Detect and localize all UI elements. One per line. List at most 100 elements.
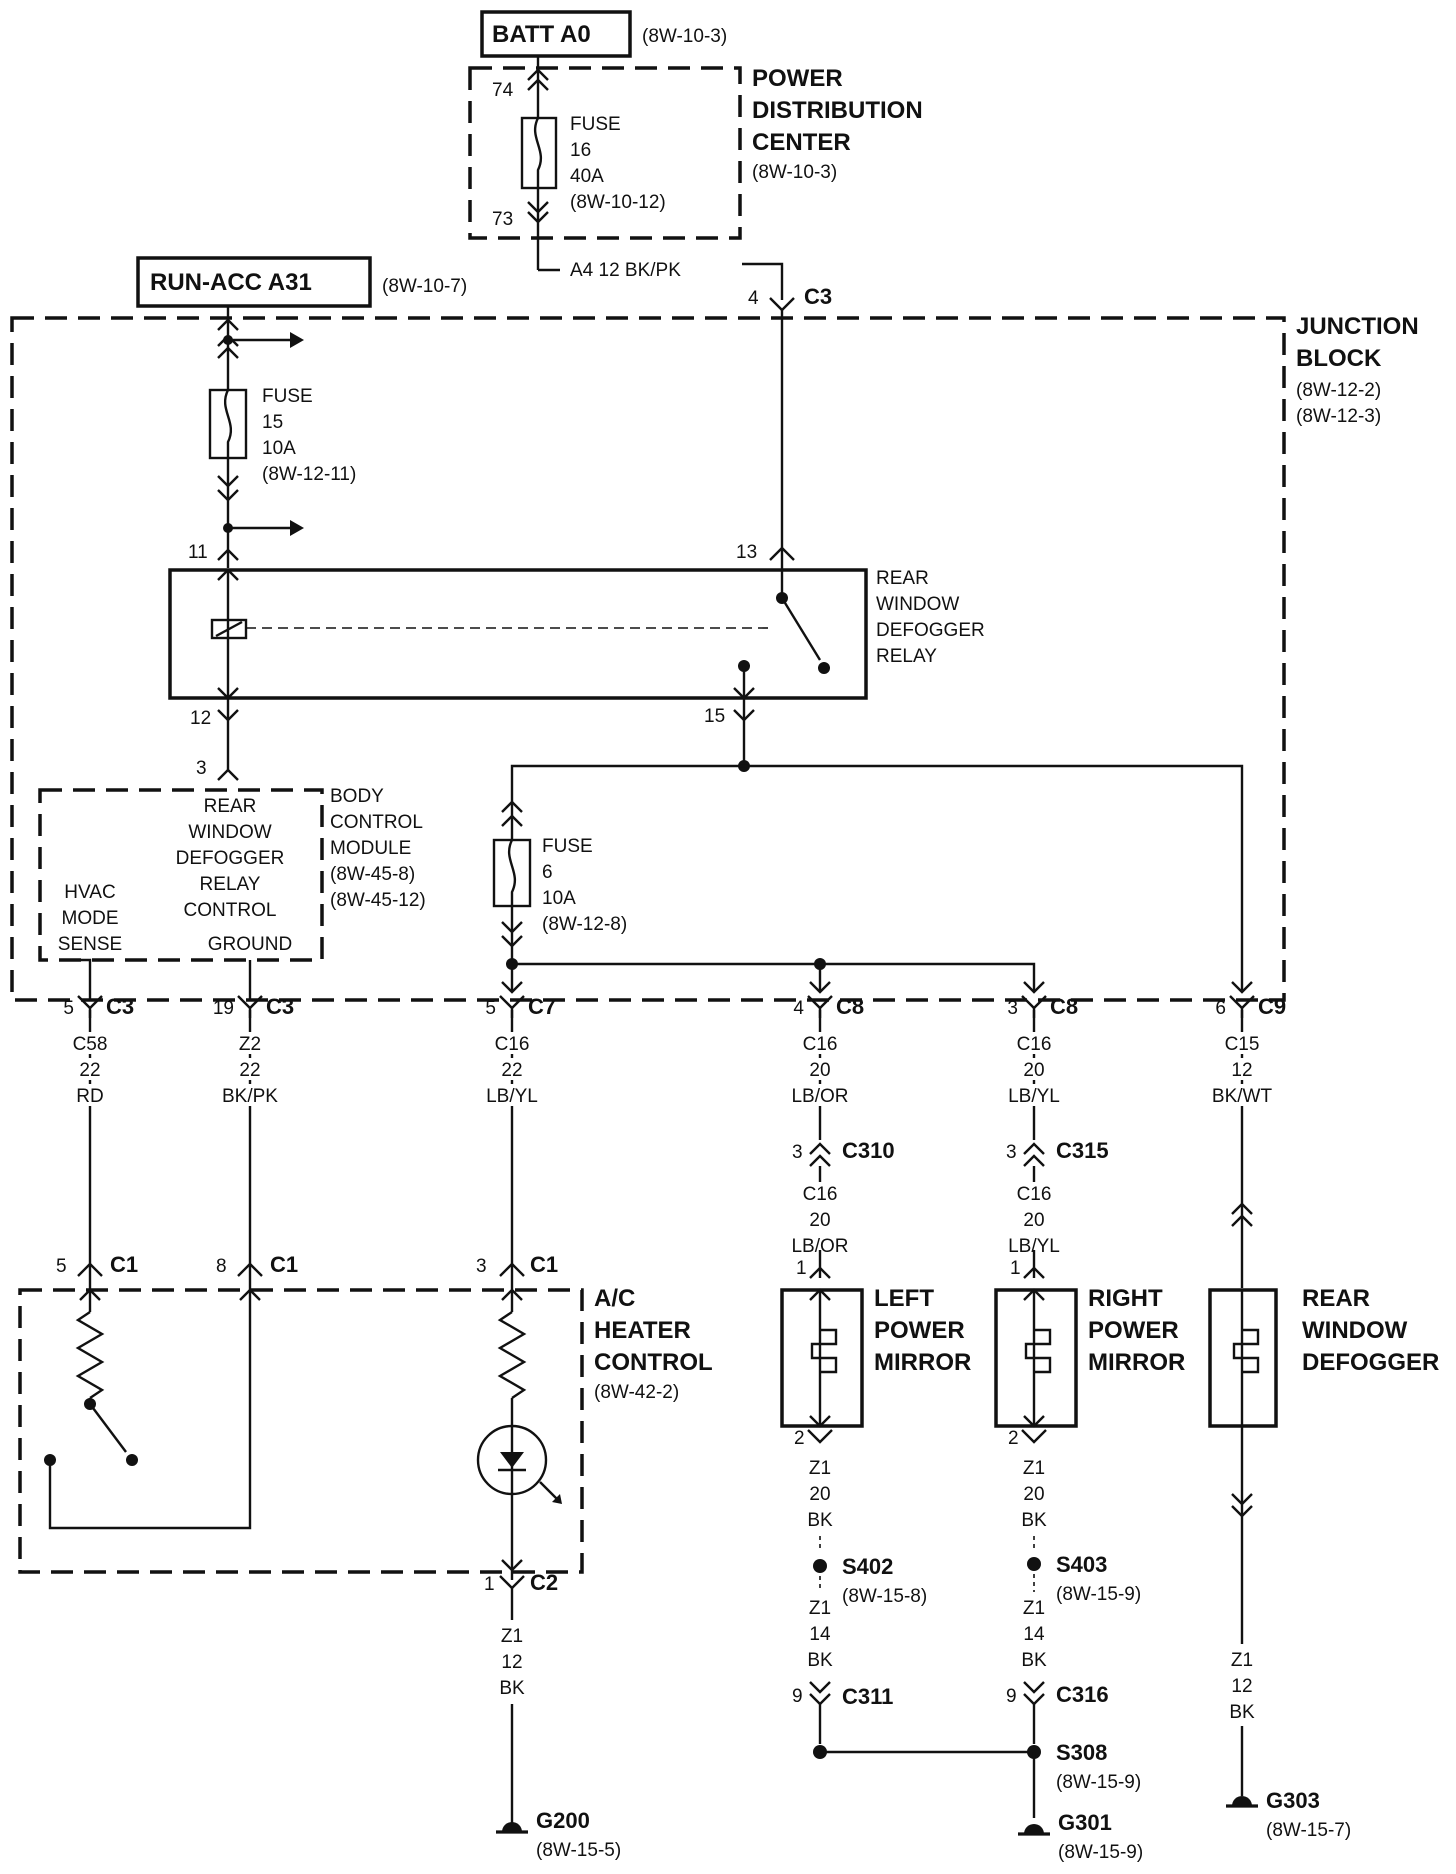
gnd-left-wire2-1: Z1 (809, 1598, 831, 1619)
bcm-func-2: WINDOW (188, 822, 271, 843)
relay-switch-arm-icon (780, 597, 822, 661)
fuse6-line-4: (8W-12-8) (542, 914, 627, 935)
wire-mid-label-bg (1000, 1182, 1068, 1204)
wire-label-bg (56, 1084, 124, 1106)
jb-connector-pin: 6 (1215, 998, 1226, 1019)
relay-pin13-connector-icon (769, 546, 795, 561)
wire-label-bg (478, 1058, 546, 1080)
bcm-func-4: RELAY (200, 874, 261, 895)
relay-box (168, 568, 868, 700)
wire-label: BK/WT (1212, 1086, 1273, 1107)
ac-heater-outline (18, 1288, 584, 1574)
relay-contact-no (818, 662, 830, 674)
pdc-outline (468, 66, 742, 240)
wire-label-bg (1000, 1084, 1068, 1106)
jb-connector-icon (1229, 995, 1255, 1010)
jb-connector-name: C3 (106, 994, 134, 1019)
left-mirror-pin1-icon (809, 1266, 831, 1279)
arrow-c9-icon (1231, 981, 1253, 994)
wire-label: 20 (809, 1060, 830, 1081)
g301-label: G301 (1058, 1810, 1112, 1835)
wire-label: 22 (239, 1060, 260, 1081)
left-mirror-pin2-icon (807, 1429, 833, 1444)
ac-c2-pin: 1 (484, 1574, 495, 1595)
c311-conn: C311 (842, 1684, 893, 1709)
fuse6-line-1: FUSE (542, 836, 593, 857)
wire-label: C58 (73, 1034, 108, 1055)
bcm-func-5: CONTROL (184, 900, 277, 921)
gnd-right-wire2-1: Z1 (1023, 1598, 1045, 1619)
gnd-right-wire-1: Z1 (1023, 1458, 1045, 1479)
wire-label-bg (786, 1084, 854, 1106)
wire-label: LB/YL (1008, 1086, 1060, 1107)
ac-c1-2-pin: 3 (476, 1256, 487, 1277)
left-mirror-arrow-bottom-icon (809, 1415, 831, 1428)
fuse15-element-icon (223, 389, 233, 458)
relay-pin15-connector-icon (733, 709, 755, 722)
gnd-c2-wire-1: Z1 (501, 1626, 523, 1647)
fuse16-line-4: (8W-10-12) (570, 192, 666, 213)
arrow-c8-right-icon (1023, 981, 1045, 994)
right-mirror-arrow-top-icon (1023, 1288, 1045, 1301)
jb-connector-icon (1021, 995, 1047, 1010)
wire-mirror-bus (512, 962, 1036, 992)
ac-led-ray-head-icon (552, 1494, 562, 1504)
wire-label-bg (56, 1058, 124, 1080)
wire-relay15-bus (510, 764, 1244, 990)
gnd-left-wire2-3: BK (807, 1650, 833, 1671)
relay-coil-top-arrow-icon (217, 568, 239, 581)
ac-c1-2-conn: C1 (530, 1252, 558, 1277)
ac-c1-0-pin: 5 (56, 1256, 67, 1277)
c315-pin: 3 (1006, 1142, 1017, 1163)
wire-label-bg (1208, 1084, 1276, 1106)
wire-mid-label-bg (786, 1234, 854, 1256)
right-mirror-arrow-bottom-icon (1023, 1415, 1045, 1428)
jb-connector-pin: 3 (1007, 998, 1018, 1019)
ac-sw-contact-right (126, 1454, 138, 1466)
right-mirror-heater-icon (1024, 1328, 1052, 1374)
relay-line-2: WINDOW (876, 594, 959, 615)
s402-label: S402 (842, 1554, 893, 1579)
fuse15-bottom-connector-icon (217, 475, 239, 502)
defogger-heater-icon (1232, 1328, 1260, 1374)
fuse6-element-icon (507, 839, 517, 906)
bcm-pin-3: 3 (196, 758, 207, 779)
wire-label-bg (1208, 1032, 1276, 1054)
wire-mid-label: C16 (1017, 1184, 1052, 1205)
g303-label: G303 (1266, 1788, 1320, 1813)
relay-pin-13: 13 (736, 542, 757, 563)
ac-line-1: A/C (594, 1285, 635, 1312)
jb-ref-2: (8W-12-3) (1296, 406, 1381, 427)
arrow-c8-left-icon (809, 981, 831, 994)
c311-pin: 9 (792, 1686, 803, 1707)
wire-label: 22 (79, 1060, 100, 1081)
defogger-line-1: REAR (1302, 1285, 1370, 1312)
fuse15-line-4: (8W-12-11) (262, 464, 356, 485)
fuse6-bottom-connector-icon (501, 921, 523, 948)
g200-label: G200 (536, 1808, 590, 1833)
bcm-hvac-2: MODE (62, 908, 119, 929)
gnd-c2-wire-3: BK (499, 1678, 525, 1699)
right-mirror-line-3: MIRROR (1088, 1349, 1185, 1376)
bcm-outline (38, 788, 324, 962)
wire-mid-label: LB/OR (791, 1236, 848, 1257)
jb-connector-pin: 19 (213, 998, 234, 1019)
wire-mid-label-bg (1000, 1208, 1068, 1230)
fuse15-line-1: FUSE (262, 386, 313, 407)
fuse15-line-3: 10A (262, 438, 296, 459)
bcm-hvac-1: HVAC (64, 882, 115, 903)
left-mirror-heater-icon (810, 1328, 838, 1374)
relay-coil-bottom-arrow-icon (217, 687, 239, 700)
ac-led-diode-icon (500, 1452, 524, 1468)
left-mirror-line-1: LEFT (874, 1285, 934, 1312)
ac-lamp-arrow-icon (501, 1288, 523, 1301)
bcm-ground: GROUND (208, 934, 292, 955)
connector-73-icon (527, 201, 549, 224)
left-mirror-pin-bot: 2 (794, 1428, 805, 1449)
fuse16-element-icon (533, 117, 543, 188)
ac-c1-1-pin: 8 (216, 1256, 227, 1277)
c3-top-pin: 4 (748, 288, 759, 309)
right-mirror-pin2-icon (1021, 1429, 1047, 1444)
wire-a4-to-c3 (742, 262, 784, 300)
